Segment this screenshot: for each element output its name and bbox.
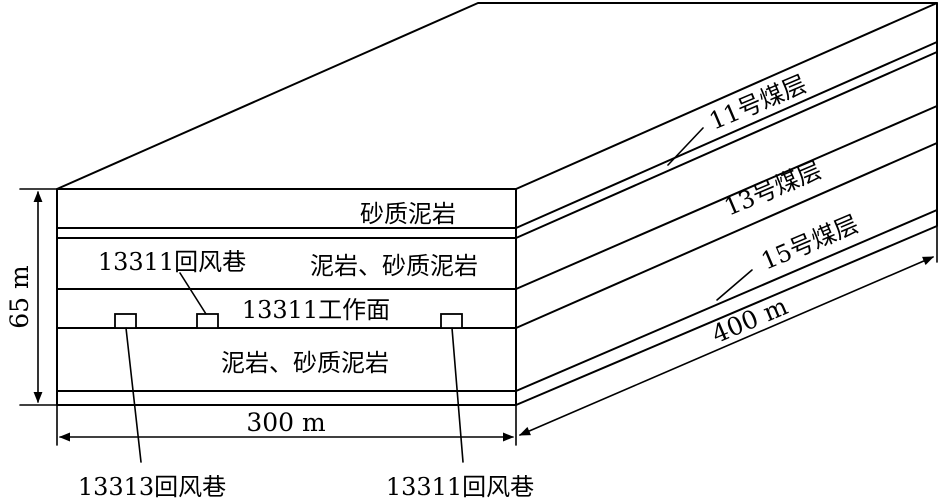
leader-13311-upper: [179, 272, 207, 315]
dim-height-label: 65 m: [5, 265, 34, 329]
return-13311-upper-label: 13311回风巷: [98, 248, 246, 276]
return-13311-lower-label: 13311回风巷: [386, 473, 534, 501]
leader-seam-15: [716, 269, 753, 301]
working-face-label: 13311工作面: [242, 296, 390, 324]
side-boundary-1: [515, 41, 938, 229]
seam-13-label: 13号煤层: [720, 156, 825, 222]
roadway-13313-box: [114, 313, 137, 329]
seam-11-label: 11号煤层: [705, 70, 810, 136]
dim-depth-label: 400 m: [707, 291, 792, 349]
side-boundary-2: [515, 51, 938, 239]
leader-seam-11: [667, 127, 704, 166]
leader-13313: [125, 327, 142, 463]
return-13313-label: 13313回风巷: [78, 473, 226, 501]
middle-layer-label: 泥岩、砂质泥岩: [310, 252, 478, 280]
roadway-13311-upper-box: [196, 313, 219, 329]
dim-width-label: 300 m: [246, 408, 326, 437]
leader-13311-lower: [451, 327, 464, 463]
upper-layer-label: 砂质泥岩: [360, 200, 456, 228]
roadway-13311-lower-box: [440, 313, 463, 329]
lower-layer-label: 泥岩、砂质泥岩: [221, 349, 389, 377]
dim-depth-line: [518, 256, 935, 436]
